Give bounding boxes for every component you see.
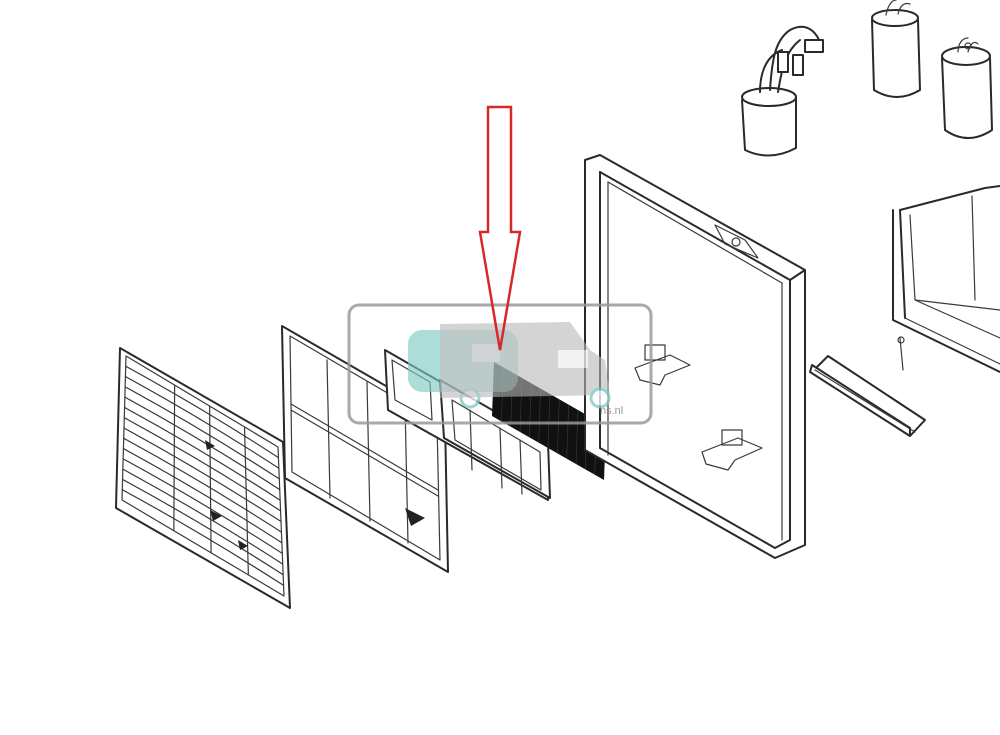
back-panel [584,154,806,559]
grille-slat [123,427,282,523]
housing-tray [892,185,1000,373]
grille-divider [173,384,176,532]
capacitor-2 [941,37,993,139]
grille-slat [122,458,283,555]
filter-texture-line [557,399,560,454]
filter-texture-line [538,388,541,443]
grille-slat [122,468,284,565]
grille-slat [124,375,280,469]
watermark-text: ns.nl [600,405,623,417]
grille-slat [121,489,285,586]
grille-slat [123,437,283,533]
watermark: ns.nl [347,303,653,425]
filter-texture-line [566,404,569,459]
capacitor-1 [871,0,921,98]
motorhome-icon [440,322,611,409]
grille-slat [121,478,284,576]
front-grille [115,347,291,609]
grille-slat [124,396,281,491]
filter-texture-line [547,393,551,449]
grille-slat [123,417,282,512]
highlight-arrow [478,105,522,351]
grille-slat [124,386,280,480]
capacitor-wiring [741,25,824,157]
grille-divider [243,426,249,576]
grille-slat [125,365,280,459]
grille-divider [209,405,212,554]
mounting-bracket [809,355,926,437]
filter-texture-line [575,409,579,465]
grille-slat [123,406,281,501]
grille-slat [122,447,283,544]
